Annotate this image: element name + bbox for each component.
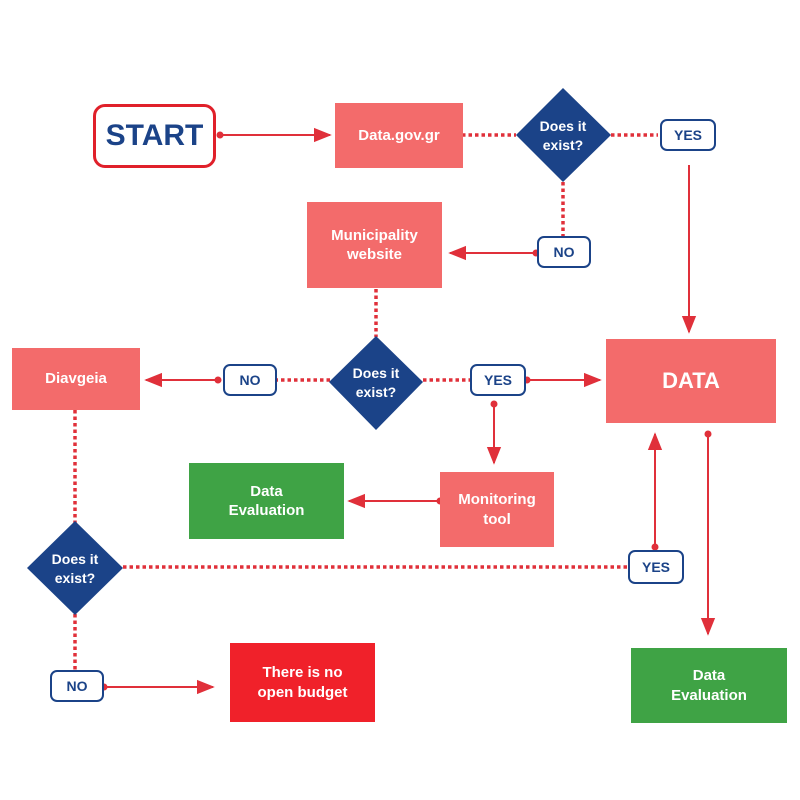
decision-3-line-1: Does it [51, 551, 99, 567]
decision-3-line-2: exist? [54, 569, 96, 586]
decision-diamond-1 [516, 88, 611, 182]
municipality-line-1: Municipality [331, 226, 418, 244]
no-badge-2: NO [223, 364, 277, 396]
data-evaluation-node-2: Data Evaluation [631, 648, 787, 723]
start-node: START [93, 104, 216, 168]
data-gov-node: Data.gov.gr [335, 103, 463, 168]
municipality-line-2: website [346, 246, 403, 263]
evaluation-2-line-2: Evaluation [671, 686, 747, 704]
decision-2-line-2: exist? [355, 383, 397, 400]
decision-1-label: Does it exist? [528, 117, 598, 155]
data-evaluation-node-1: Data Evaluation [189, 463, 344, 539]
yes-badge-1: YES [660, 119, 716, 151]
monitoring-line-2: tool [483, 510, 511, 528]
no-badge-1: NO [537, 236, 591, 268]
monitoring-line-1: Monitoring [458, 491, 536, 508]
decision-1-line-1: Does it [539, 118, 587, 134]
decision-diamond-2 [329, 336, 423, 430]
evaluation-2-line-1: Data [692, 667, 726, 684]
decision-1-line-2: exist? [542, 136, 584, 153]
no-budget-line-1: There is no [262, 664, 343, 681]
yes-badge-3: YES [628, 550, 684, 584]
diavgeia-node: Diavgeia [12, 348, 140, 410]
data-node: DATA [606, 339, 776, 423]
decision-diamond-3 [27, 521, 123, 615]
monitoring-tool-node: Monitoring tool [440, 472, 554, 547]
no-budget-line-2: open budget [257, 683, 348, 701]
evaluation-1-line-1: Data [250, 482, 283, 500]
yes-badge-2: YES [470, 364, 526, 396]
evaluation-1-line-2: Evaluation [228, 502, 305, 519]
decision-2-line-1: Does it [352, 365, 400, 381]
decision-3-label: Does it exist? [40, 550, 110, 588]
no-badge-3: NO [50, 670, 104, 702]
no-open-budget-node: There is no open budget [230, 643, 375, 722]
municipality-website-node: Municipality website [307, 202, 442, 288]
decision-2-label: Does it exist? [341, 364, 411, 402]
